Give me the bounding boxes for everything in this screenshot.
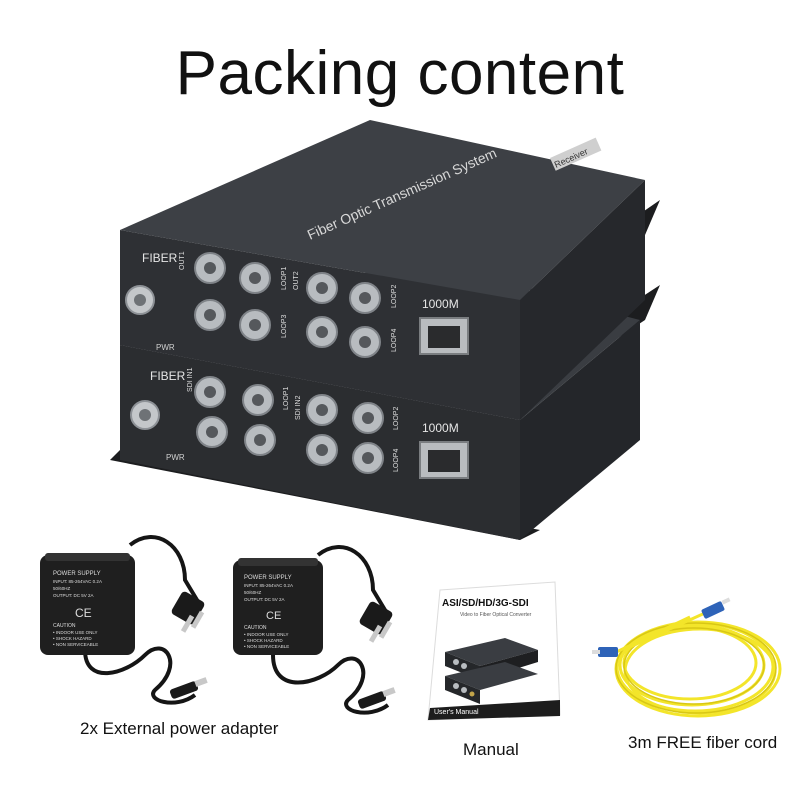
top-port-label-3: OUT2 xyxy=(293,271,300,290)
user-manual: ASI/SD/HD/3G-SDI Video to Fiber Optical … xyxy=(427,581,561,721)
bnc-connectors-bottom xyxy=(194,376,384,474)
adapter1-label-2: INPUT: 85-264VAC 0.2A xyxy=(53,579,102,584)
manual-title: ASI/SD/HD/3G-SDI xyxy=(442,598,529,609)
top-ethernet-label: 1000M xyxy=(422,297,459,311)
manual-footer: User's Manual xyxy=(434,709,479,716)
adapter2-label-5: CAUTION xyxy=(244,625,267,631)
top-port-label-2: LOOP1 xyxy=(281,267,288,290)
adapter1-label-5: CAUTION xyxy=(53,623,76,629)
power-adapter-1: POWER SUPPLY INPUT: 85-264VAC 0.2A 50/60… xyxy=(40,535,208,705)
adapter2-label-2: INPUT: 85-264VAC 0.2A xyxy=(244,583,293,588)
bottom-pwr-label: PWR xyxy=(166,453,185,462)
caption-power-adapter: 2x External power adapter xyxy=(80,719,279,738)
top-port-label-6: LOOP4 xyxy=(391,329,398,352)
bottom-port-label-3: SDI IN2 xyxy=(295,395,302,420)
adapter1-label-3: 50/60HZ xyxy=(53,586,71,591)
adapter1-label-7: • SHOCK HAZARD xyxy=(53,636,92,641)
adapter2-label-7: • SHOCK HAZARD xyxy=(244,638,283,643)
fiber-patch-cord xyxy=(592,597,782,718)
bnc-connectors-top xyxy=(194,252,381,358)
fiber-transceiver-stack: Fiber Optic Transmission System Receiver… xyxy=(110,120,660,540)
bottom-port-label-1: SDI IN1 xyxy=(187,367,194,392)
adapter1-ce-mark: CE xyxy=(75,606,92,620)
bottom-port-label-2: LOOP1 xyxy=(283,387,290,410)
bottom-port-label-5: LOOP4 xyxy=(393,449,400,472)
top-fiber-label: FIBER xyxy=(142,251,178,265)
top-pwr-label: PWR xyxy=(156,343,175,352)
adapter1-label-1: POWER SUPPLY xyxy=(53,571,101,577)
caption-fiber-cord: 3m FREE fiber cord xyxy=(628,733,778,752)
adapter2-label-1: POWER SUPPLY xyxy=(244,575,292,581)
adapter2-label-4: OUTPUT: DC 5V 2A xyxy=(244,597,285,602)
top-port-label-5: LOOP3 xyxy=(281,315,288,338)
bottom-ethernet-label: 1000M xyxy=(422,421,459,435)
top-port-label-4: LOOP2 xyxy=(391,285,398,308)
page-title: Packing content xyxy=(175,39,625,108)
receiver-badge xyxy=(550,137,602,171)
adapter1-label-4: OUTPUT: DC 5V 2A xyxy=(53,593,94,598)
adapter2-ce-mark: CE xyxy=(266,610,281,622)
adapter2-label-8: • NON SERVICEABLE xyxy=(244,644,289,649)
bottom-fiber-label: FIBER xyxy=(150,369,186,383)
adapter2-label-6: • INDOOR USE ONLY xyxy=(244,632,289,637)
adapter2-label-3: 50/60HZ xyxy=(244,590,262,595)
bottom-port-label-4: LOOP2 xyxy=(393,407,400,430)
top-port-label-1: OUT1 xyxy=(179,251,186,270)
power-adapter-2: POWER SUPPLY INPUT: 85-264VAC 0.2A 50/60… xyxy=(233,545,396,715)
manual-subtitle: Video to Fiber Optical Converter xyxy=(460,612,532,618)
adapter1-label-6: • INDOOR USE ONLY xyxy=(53,630,98,635)
adapter1-label-8: • NON SERVICEABLE xyxy=(53,642,98,647)
caption-manual: Manual xyxy=(463,740,519,759)
